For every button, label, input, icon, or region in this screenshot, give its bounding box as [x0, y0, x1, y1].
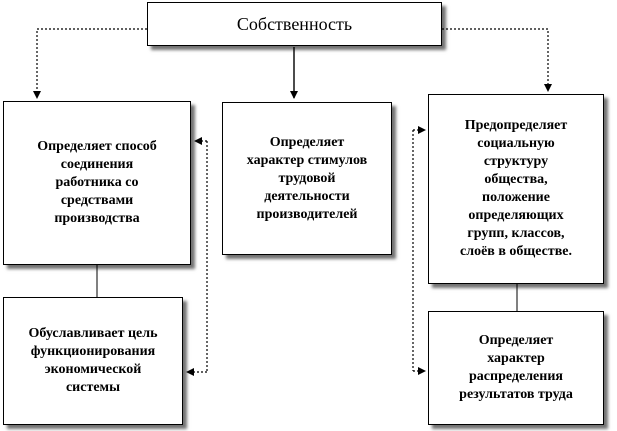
node-labor-incentives: Определяет характер стимулов трудовой де…	[222, 102, 392, 255]
node-labor-incentives-label: Определяет характер стимулов трудовой де…	[246, 134, 368, 222]
node-connection-method: Определяет способ соединения работника с…	[3, 101, 191, 265]
connector-root-to-right	[442, 28, 552, 92]
root-node-label: Собственность	[236, 14, 353, 34]
connector-root-to-left	[33, 28, 147, 99]
node-connection-method-label: Определяет способ соединения работника с…	[37, 139, 157, 226]
node-social-structure: Предопределяет социальную структуру обще…	[428, 94, 604, 284]
node-distribution-label: Определяет характер распределения резуль…	[459, 333, 573, 402]
node-social-structure-label: Предопределяет социальную структуру обще…	[460, 118, 572, 259]
node-distribution: Определяет характер распределения резуль…	[428, 311, 604, 425]
root-node: Собственность	[147, 2, 442, 46]
node-economic-purpose-label: Обуславливает цель функционирования экон…	[28, 326, 158, 395]
node-economic-purpose: Обуславливает цель функционирования экон…	[3, 297, 183, 425]
